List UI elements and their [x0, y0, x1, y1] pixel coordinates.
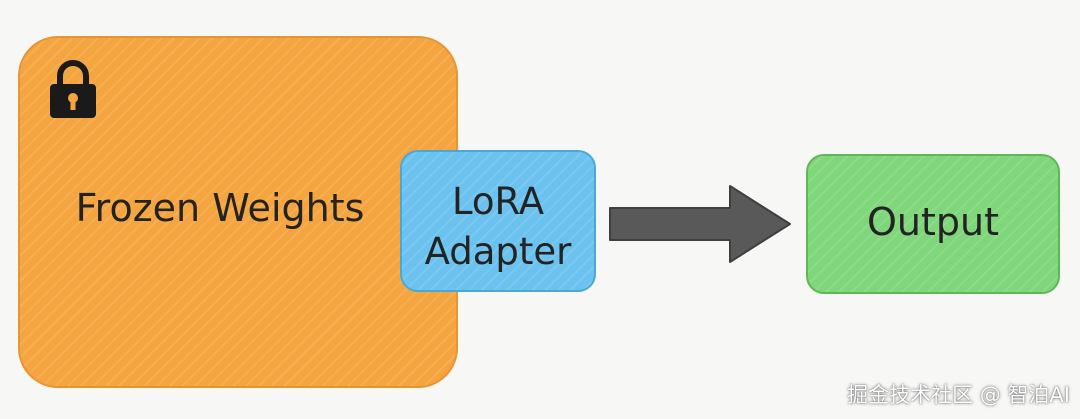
lora-adapter-box	[400, 150, 596, 292]
output-label: Output	[867, 200, 999, 244]
lora-adapter-label-line2: Adapter	[424, 230, 572, 273]
frozen-weights-label: Frozen Weights	[75, 186, 365, 230]
watermark-text: 掘金技术社区 @ 智泊AI	[847, 383, 1070, 407]
right-arrow-icon	[606, 184, 796, 264]
lock-icon	[47, 58, 99, 120]
output-box	[806, 154, 1060, 294]
lora-adapter-label-line1: LoRA	[451, 180, 545, 223]
